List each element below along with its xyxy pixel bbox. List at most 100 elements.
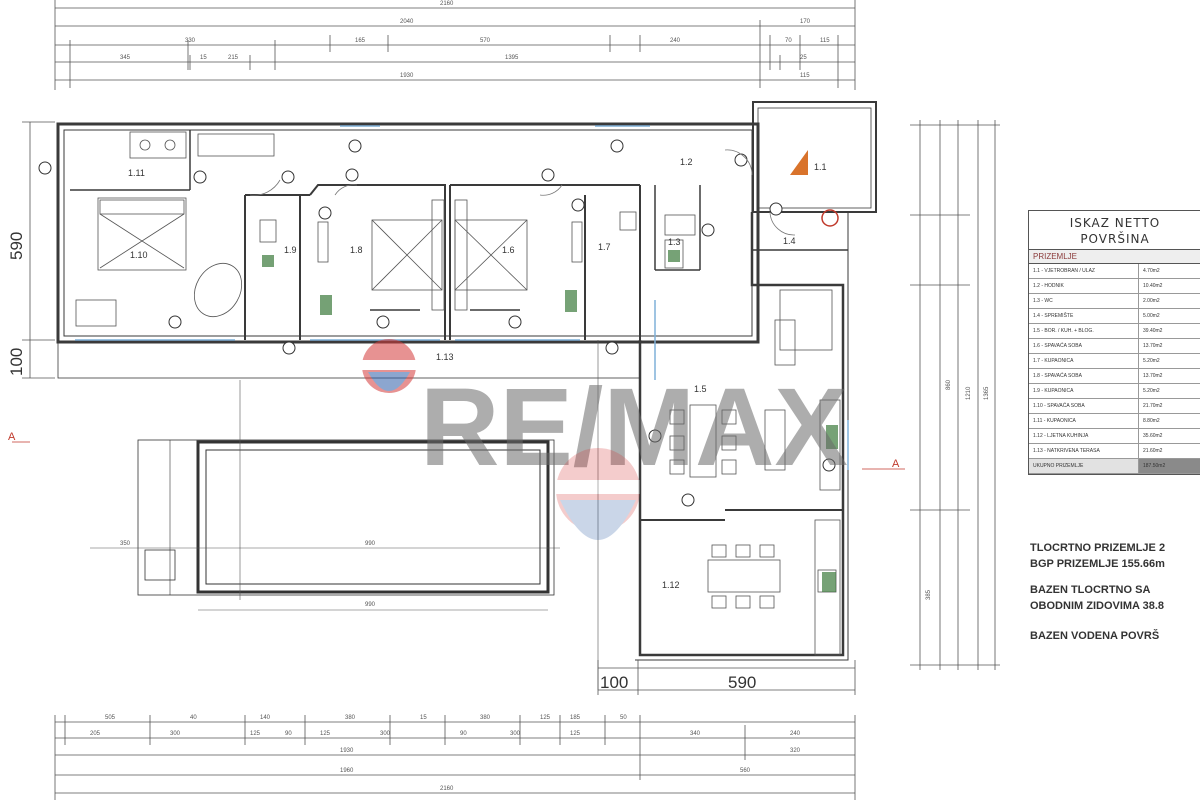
room-label: 1.9	[284, 245, 297, 255]
remax-watermark: RE/MAX	[362, 339, 848, 540]
section-markers: A A	[8, 431, 905, 470]
room-area-cell: 5.20m2	[1143, 358, 1160, 364]
room-name-cell: 1.5 - BOR. / KUH. + BLOG.	[1029, 324, 1139, 338]
room-name-cell: 1.12 - LJETNA KUHINJA	[1029, 429, 1139, 443]
section-marker-left: A	[8, 431, 16, 443]
svg-text:15: 15	[200, 55, 207, 61]
top-dimension-texts: 2160 2040 170 330 165 570 240 70 115 345…	[120, 1, 830, 79]
room-area-cell: 13.70m2	[1143, 343, 1163, 349]
table-row: 1.5 - BOR. / KUH. + BLOG. 39.40m2	[1029, 324, 1200, 339]
room-label: 1.5	[694, 384, 707, 394]
svg-text:385: 385	[926, 589, 932, 600]
bottom-dimension-texts: 505 40 140 380 15 380 125 185 50 205 300…	[90, 715, 801, 792]
room-label: 1.10	[130, 250, 148, 260]
bottom-width-dimension: 590	[728, 673, 756, 692]
room-area-cell: 5.00m2	[1143, 313, 1160, 319]
svg-text:125: 125	[540, 715, 551, 721]
room-area-cell: 39.40m2	[1143, 328, 1163, 334]
light-fixtures	[38, 139, 836, 507]
area-table: ISKAZ NETTO POVRŠINA PRIZEMLJE 1.1 - VJE…	[1028, 210, 1200, 475]
svg-text:560: 560	[740, 768, 751, 774]
room-label: 1.1	[814, 162, 827, 172]
room-name-cell: 1.11 - KUPAONICA	[1029, 414, 1139, 428]
room-label: 1.6	[502, 245, 515, 255]
table-title: ISKAZ NETTO POVRŠINA	[1029, 211, 1200, 250]
room-name-cell: 1.2 - HODNIK	[1029, 279, 1139, 293]
pool-dimension-lines	[90, 340, 599, 690]
room-area-cell: 5.20m2	[1143, 388, 1160, 394]
svg-text:1395: 1395	[505, 55, 519, 61]
room-label: 1.3	[668, 237, 681, 247]
room-area-cell: 21.60m2	[1143, 448, 1163, 454]
right-dimension-texts: 860 1210 1365 385	[926, 379, 990, 600]
svg-text:215: 215	[228, 55, 239, 61]
svg-text:240: 240	[670, 38, 681, 44]
note-line: OBODNIM ZIDOVIMA 38.8	[1030, 600, 1165, 612]
svg-text:2160: 2160	[440, 1, 454, 7]
furniture	[75, 131, 841, 656]
room-name-cell: 1.7 - KUPAONICA	[1029, 354, 1139, 368]
note-line: BAZEN VODENA POVRŠ	[1030, 630, 1160, 642]
svg-text:570: 570	[480, 38, 491, 44]
svg-text:860: 860	[946, 379, 952, 390]
room-name-cell: 1.6 - SPAVAĆA SOBA	[1029, 339, 1139, 353]
svg-text:115: 115	[820, 38, 830, 44]
windows	[75, 125, 849, 470]
bottom-offset-dimension: 100	[600, 673, 628, 692]
svg-text:1210: 1210	[966, 386, 972, 400]
pool-dimension-texts: 350 990 990	[120, 541, 376, 608]
svg-text:185: 185	[570, 715, 581, 721]
room-area-cell: 21.70m2	[1143, 403, 1163, 409]
room-area-cell: 10.40m2	[1143, 283, 1163, 289]
svg-text:320: 320	[790, 748, 801, 754]
svg-text:15: 15	[420, 715, 427, 721]
room-name-cell: 1.10 - SPAVAĆA SOBA	[1029, 399, 1139, 413]
svg-text:2040: 2040	[400, 19, 414, 25]
left-dimension-lines	[22, 121, 55, 379]
svg-text:115: 115	[800, 73, 810, 79]
svg-text:165: 165	[355, 38, 366, 44]
svg-text:380: 380	[480, 715, 491, 721]
watermark-text: RE/MAX	[420, 366, 848, 489]
svg-text:990: 990	[365, 541, 376, 547]
table-row: 1.7 - KUPAONICA 5.20m2	[1029, 354, 1200, 369]
svg-text:350: 350	[120, 541, 131, 547]
svg-text:300: 300	[510, 731, 521, 737]
svg-text:330: 330	[185, 38, 196, 44]
svg-text:25: 25	[800, 55, 807, 61]
svg-text:240: 240	[790, 731, 801, 737]
room-label: 1.7	[598, 242, 611, 252]
svg-text:990: 990	[365, 602, 376, 608]
svg-text:170: 170	[800, 19, 811, 25]
svg-text:2160: 2160	[440, 786, 454, 792]
table-subtitle: PRIZEMLJE	[1029, 250, 1200, 264]
room-label: 1.12	[662, 580, 680, 590]
total-label: UKUPNO PRIZEMLJE	[1029, 459, 1139, 473]
balloon-icon	[556, 448, 640, 540]
room-name-cell: 1.3 - WC	[1029, 294, 1139, 308]
note-line: BGP PRIZEMLJE 155.66m	[1030, 558, 1165, 570]
entry-markers	[790, 150, 839, 227]
section-marker-right: A	[892, 458, 900, 470]
svg-text:125: 125	[320, 731, 331, 737]
svg-text:1930: 1930	[400, 73, 414, 79]
svg-text:1960: 1960	[340, 768, 354, 774]
top-dimension-lines	[54, 0, 856, 90]
left-terrace-dimension: 100	[7, 348, 26, 376]
svg-text:125: 125	[570, 731, 581, 737]
room-name-cell: 1.1 - VJETROBRAN / ULAZ	[1029, 264, 1139, 278]
svg-text:505: 505	[105, 715, 116, 721]
right-dimension-lines	[910, 120, 1000, 670]
svg-text:300: 300	[170, 731, 181, 737]
svg-text:40: 40	[190, 715, 197, 721]
room-area-cell: 4.70m2	[1143, 268, 1160, 274]
svg-text:1365: 1365	[984, 386, 990, 400]
svg-text:340: 340	[690, 731, 701, 737]
plant-elements	[262, 250, 838, 592]
left-height-dimension: 590	[7, 232, 26, 260]
